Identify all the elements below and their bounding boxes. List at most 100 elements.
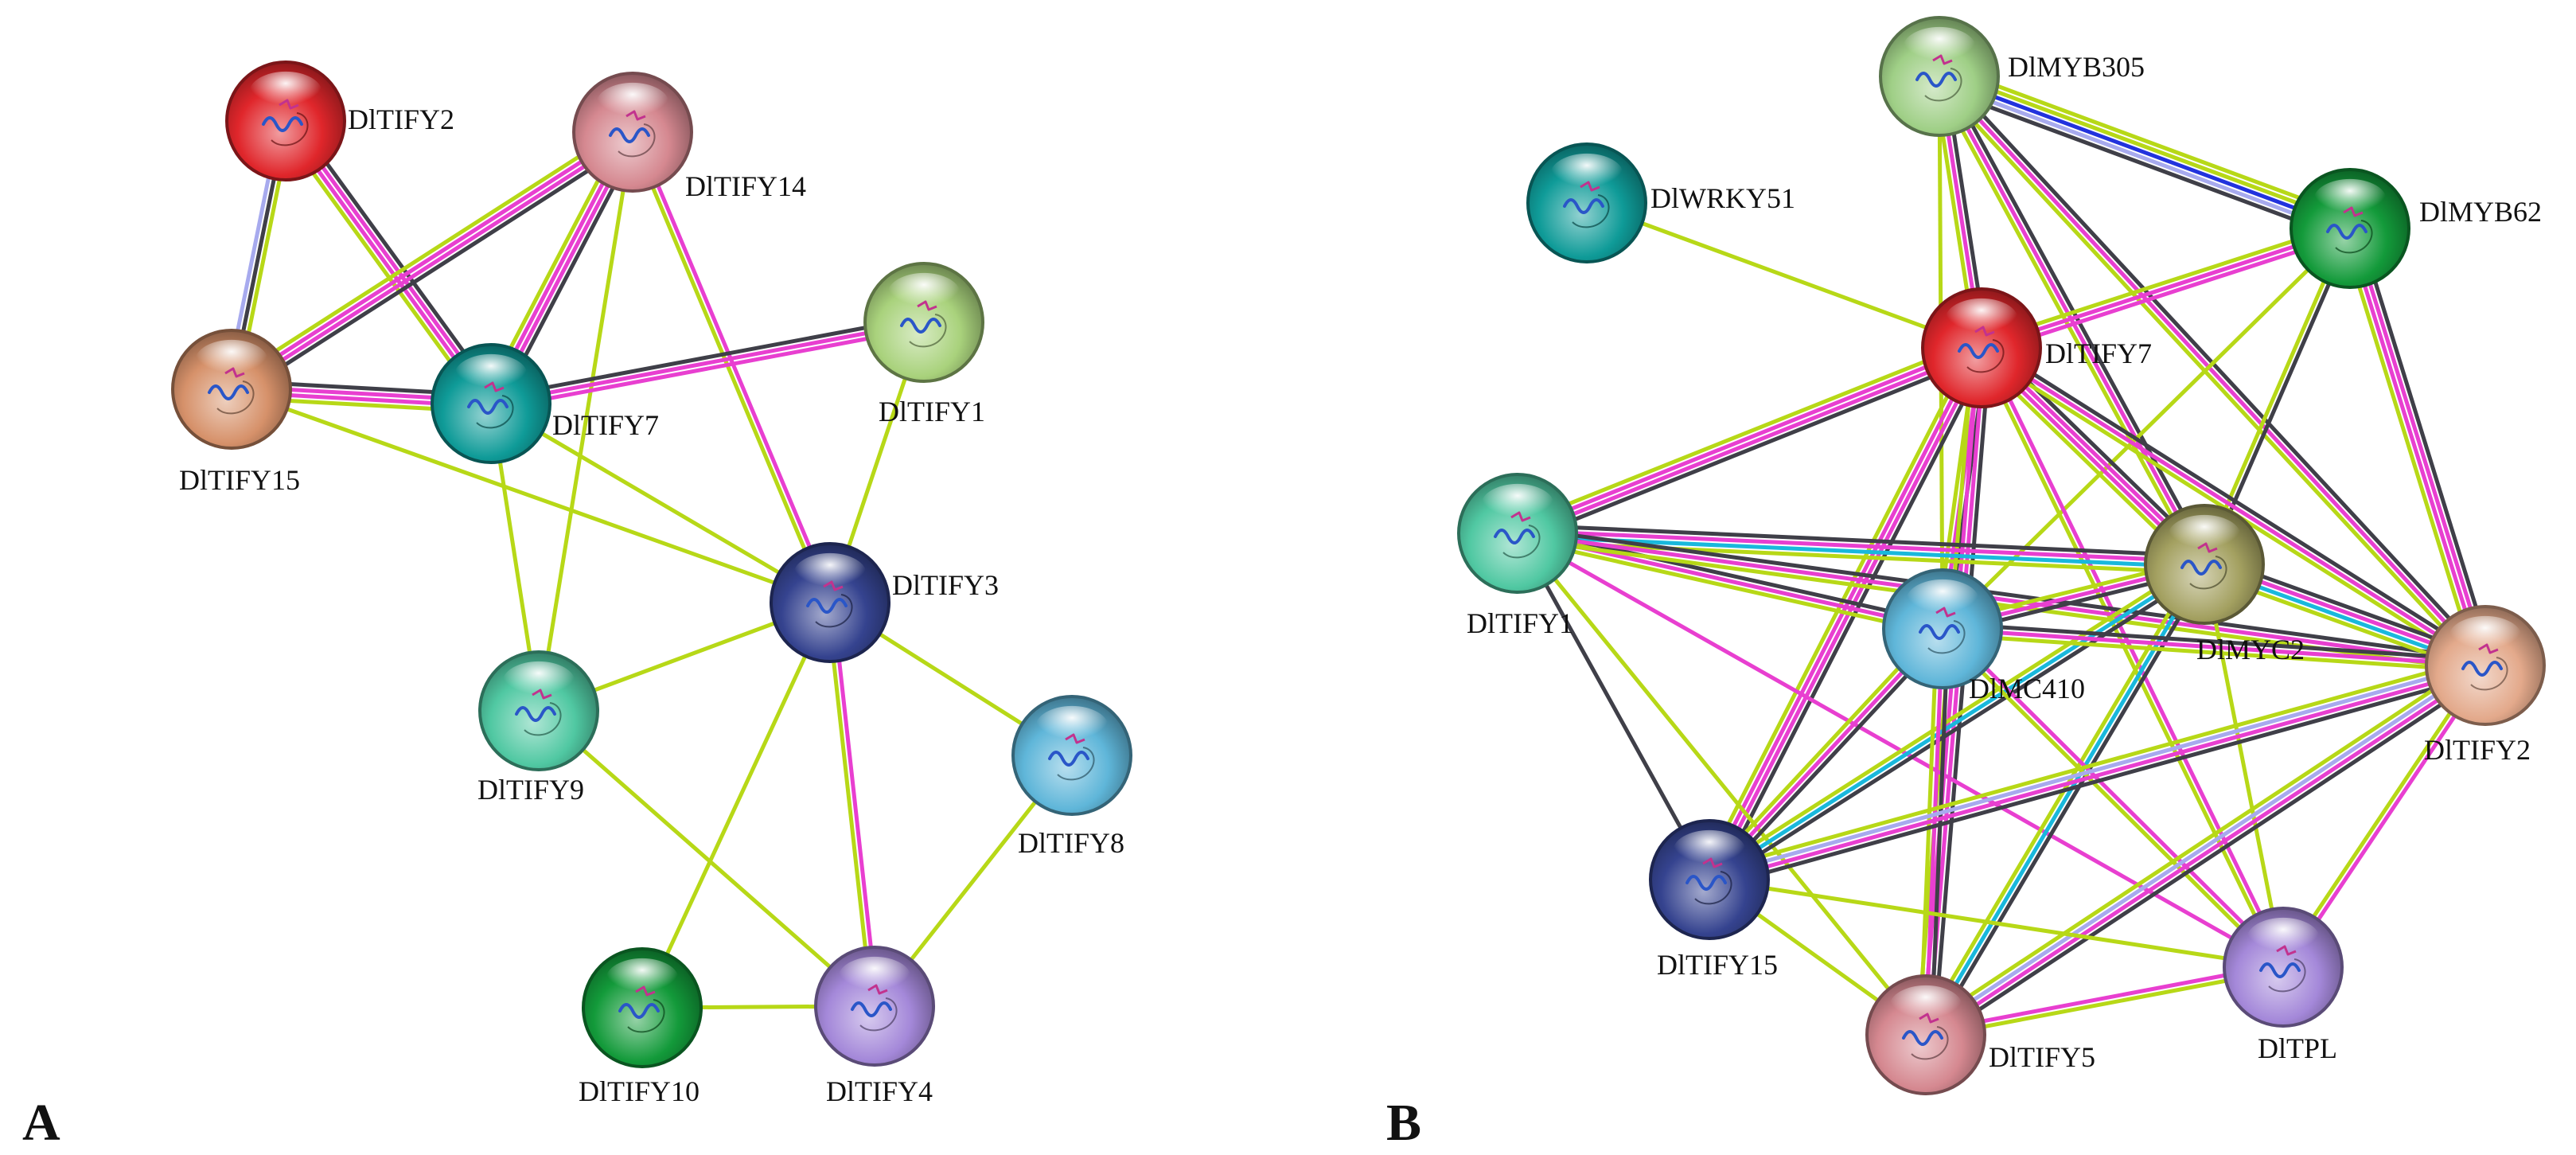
node-label: DlMYC2 <box>2196 634 2305 665</box>
edge-strand-black <box>1515 532 1712 881</box>
edge-strand-black <box>2356 225 2496 664</box>
edge-strand-green <box>1932 78 2202 568</box>
node-highlight <box>2449 615 2522 659</box>
protein-helix-icon <box>609 110 656 158</box>
node-label: DlMYB305 <box>2008 51 2145 83</box>
edge-strand-green <box>640 601 832 1009</box>
edge-strand-magenta <box>232 132 636 394</box>
edge-strand-green <box>1942 632 2485 673</box>
edge-dltify3-dltify10 <box>640 601 832 1009</box>
edge-strand-green <box>1919 560 2202 1033</box>
edge-strand-magenta <box>490 320 925 406</box>
edge-strand-cyan <box>1517 533 2204 569</box>
node-dltify4[interactable]: DlTIFY4 <box>814 946 935 1107</box>
edge-strand-green <box>825 603 875 1007</box>
edge-strand-green <box>1918 628 1939 1035</box>
edge-dlmc410-dltify2 <box>1942 621 2486 673</box>
node-dltify2[interactable]: DlTIFY2 <box>2424 605 2546 766</box>
edge-strand-magenta <box>1709 665 2487 884</box>
edge-strand-green <box>1977 348 2283 970</box>
edge-dltify2-dltify15 <box>1706 655 2488 890</box>
node-highlight <box>502 661 575 704</box>
node-label: DlTIFY15 <box>179 464 300 496</box>
edge-strand-magenta <box>2350 227 2490 665</box>
node-highlight <box>1903 26 1976 70</box>
node-dltify15[interactable]: DlTIFY15 <box>171 329 300 496</box>
node-dlmc410[interactable]: DlMC410 <box>1882 568 2085 704</box>
node-label: DlTIFY7 <box>2045 338 2152 369</box>
node-highlight <box>606 958 679 1001</box>
edge-dltify14-dltify3 <box>628 130 835 605</box>
edge-strand-black <box>1929 629 1951 1036</box>
protein-helix-icon <box>515 689 562 736</box>
edge-strand-magenta <box>1942 626 2486 668</box>
edge-strand-magenta <box>1981 226 2351 350</box>
node-dltify14[interactable]: DlTIFY14 <box>572 72 806 202</box>
panel-a-edges <box>224 115 1074 1010</box>
node-highlight <box>1889 985 1962 1028</box>
node-highlight <box>2313 178 2387 222</box>
node-dltify1[interactable]: DlTIFY1 <box>1457 473 1578 639</box>
edge-dltify1-dltify15 <box>1515 532 1712 881</box>
node-dltify15[interactable]: DlTIFY15 <box>1649 819 1778 981</box>
edge-strand-green <box>1926 967 2285 1040</box>
edge-dltify15-dltify3 <box>231 387 831 605</box>
protein-helix-icon <box>1048 733 1095 781</box>
node-dltify10[interactable]: DlTIFY10 <box>579 947 703 1107</box>
node-dltify3[interactable]: DlTIFY3 <box>770 542 999 663</box>
node-label: DlTPL <box>2258 1032 2337 1064</box>
edge-dltify7-dltify1 <box>1514 338 1986 544</box>
edge-strand-green <box>231 387 831 605</box>
edge-dltify2-dltify5 <box>1919 657 2492 1044</box>
node-label: DlTIFY8 <box>1018 827 1124 859</box>
protein-helix-icon <box>1494 511 1541 559</box>
node-dltify2[interactable]: DlTIFY2 <box>225 60 454 181</box>
node-highlight <box>1550 153 1623 197</box>
edge-dlmyb62-dltify2 <box>2340 225 2496 669</box>
node-dlmyb305[interactable]: DlMYB305 <box>1879 16 2145 137</box>
protein-helix-icon <box>806 580 853 628</box>
node-dlwrky51[interactable]: DlWRKY51 <box>1526 142 1795 263</box>
edge-strand-black <box>1929 670 2492 1044</box>
node-dltify9[interactable]: DlTIFY9 <box>477 650 599 806</box>
node-dltify1[interactable]: DlTIFY1 <box>863 262 985 427</box>
protein-helix-icon <box>467 381 514 429</box>
edge-strand-green <box>1586 201 1982 350</box>
edge-strand-black <box>1942 71 2491 663</box>
edge-strand-magenta <box>1982 232 2352 356</box>
node-highlight <box>887 272 961 316</box>
node-label: DlTIFY1 <box>879 396 985 427</box>
node-label: DlMC410 <box>1969 673 2085 704</box>
node-dltify5[interactable]: DlTIFY5 <box>1865 974 2095 1095</box>
node-dltify7[interactable]: DlTIFY7 <box>431 343 659 464</box>
node-dltpl[interactable]: DlTPL <box>2223 907 2344 1064</box>
edge-dltify15-dltpl <box>1709 877 2284 970</box>
edge-strand-magenta <box>1943 625 2287 967</box>
node-dlmyb62[interactable]: DlMYB62 <box>2290 168 2542 289</box>
node-highlight <box>838 956 911 1000</box>
edge-strand-green <box>1940 69 2353 225</box>
node-label: DlTIFY2 <box>348 103 454 135</box>
node-dltify8[interactable]: DlTIFY8 <box>1011 695 1132 859</box>
edge-strand-green <box>225 123 629 384</box>
edge-strand-green <box>1939 629 2283 971</box>
node-highlight <box>1673 829 1746 873</box>
edge-strand-green <box>1705 557 2203 877</box>
edge-strand-black <box>1711 671 2488 890</box>
edge-strand-magenta <box>633 130 835 603</box>
edge-strand-black <box>1715 350 1991 884</box>
edge-strand-black <box>2204 228 2355 567</box>
edge-strand-green <box>2279 662 2485 967</box>
node-dltify7[interactable]: DlTIFY7 <box>1921 287 2152 408</box>
edge-dltify7-dltpl <box>1977 345 2288 970</box>
node-dlmyc2[interactable]: DlMYC2 <box>2144 504 2305 665</box>
node-label: DlTIFY9 <box>477 774 584 806</box>
edge-strand-green <box>1709 877 2284 970</box>
node-label: DlTIFY5 <box>1989 1041 2095 1073</box>
edge-strand-magenta <box>1518 529 2205 564</box>
protein-helix-icon <box>900 300 947 348</box>
edge-dlmyc2-dltpl <box>2202 564 2286 968</box>
edge-dlmyb305-dltify2 <box>1934 71 2491 671</box>
